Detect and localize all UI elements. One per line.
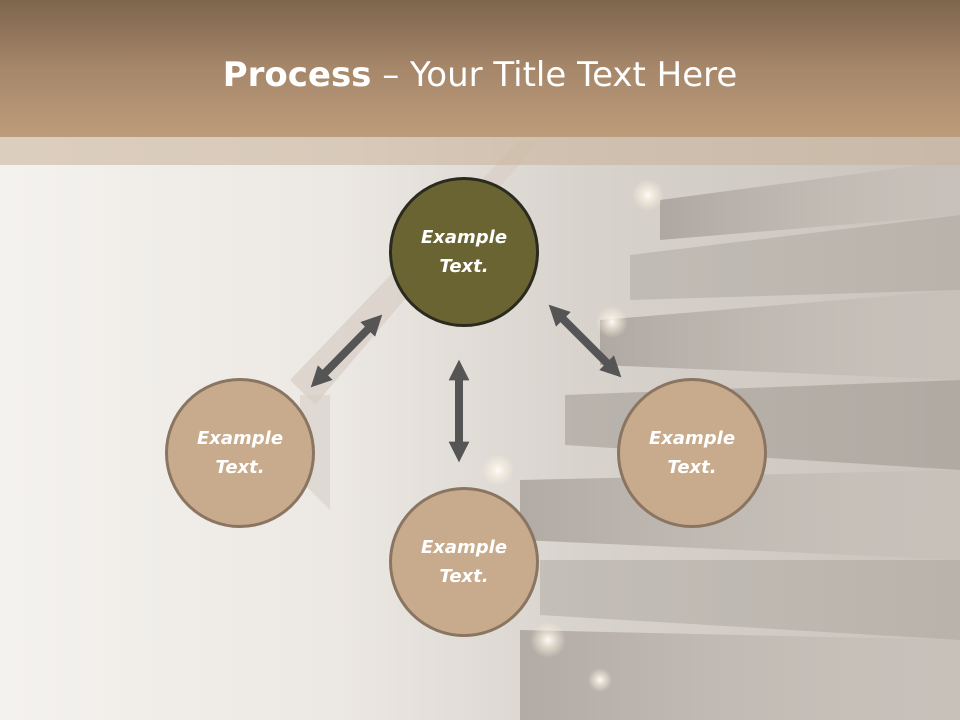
process-node-right[interactable]: Example Text.	[617, 378, 767, 528]
double-arrow-icon	[548, 304, 622, 378]
node-label: Example Text.	[196, 428, 284, 478]
header-bar	[0, 0, 960, 137]
title-bold-part: Process	[222, 55, 372, 95]
node-label: Example Text.	[420, 227, 508, 277]
node-label: Example Text.	[648, 428, 736, 478]
process-node-top[interactable]: Example Text.	[389, 177, 539, 327]
node-label: Example Text.	[420, 537, 508, 587]
process-node-left[interactable]: Example Text.	[165, 378, 315, 528]
process-node-bottom[interactable]: Example Text.	[389, 487, 539, 637]
slide-title: Process – Your Title Text Here	[0, 52, 960, 98]
title-rest-part: – Your Title Text Here	[371, 55, 738, 95]
header-band	[0, 137, 960, 165]
double-arrow-icon	[310, 314, 383, 388]
